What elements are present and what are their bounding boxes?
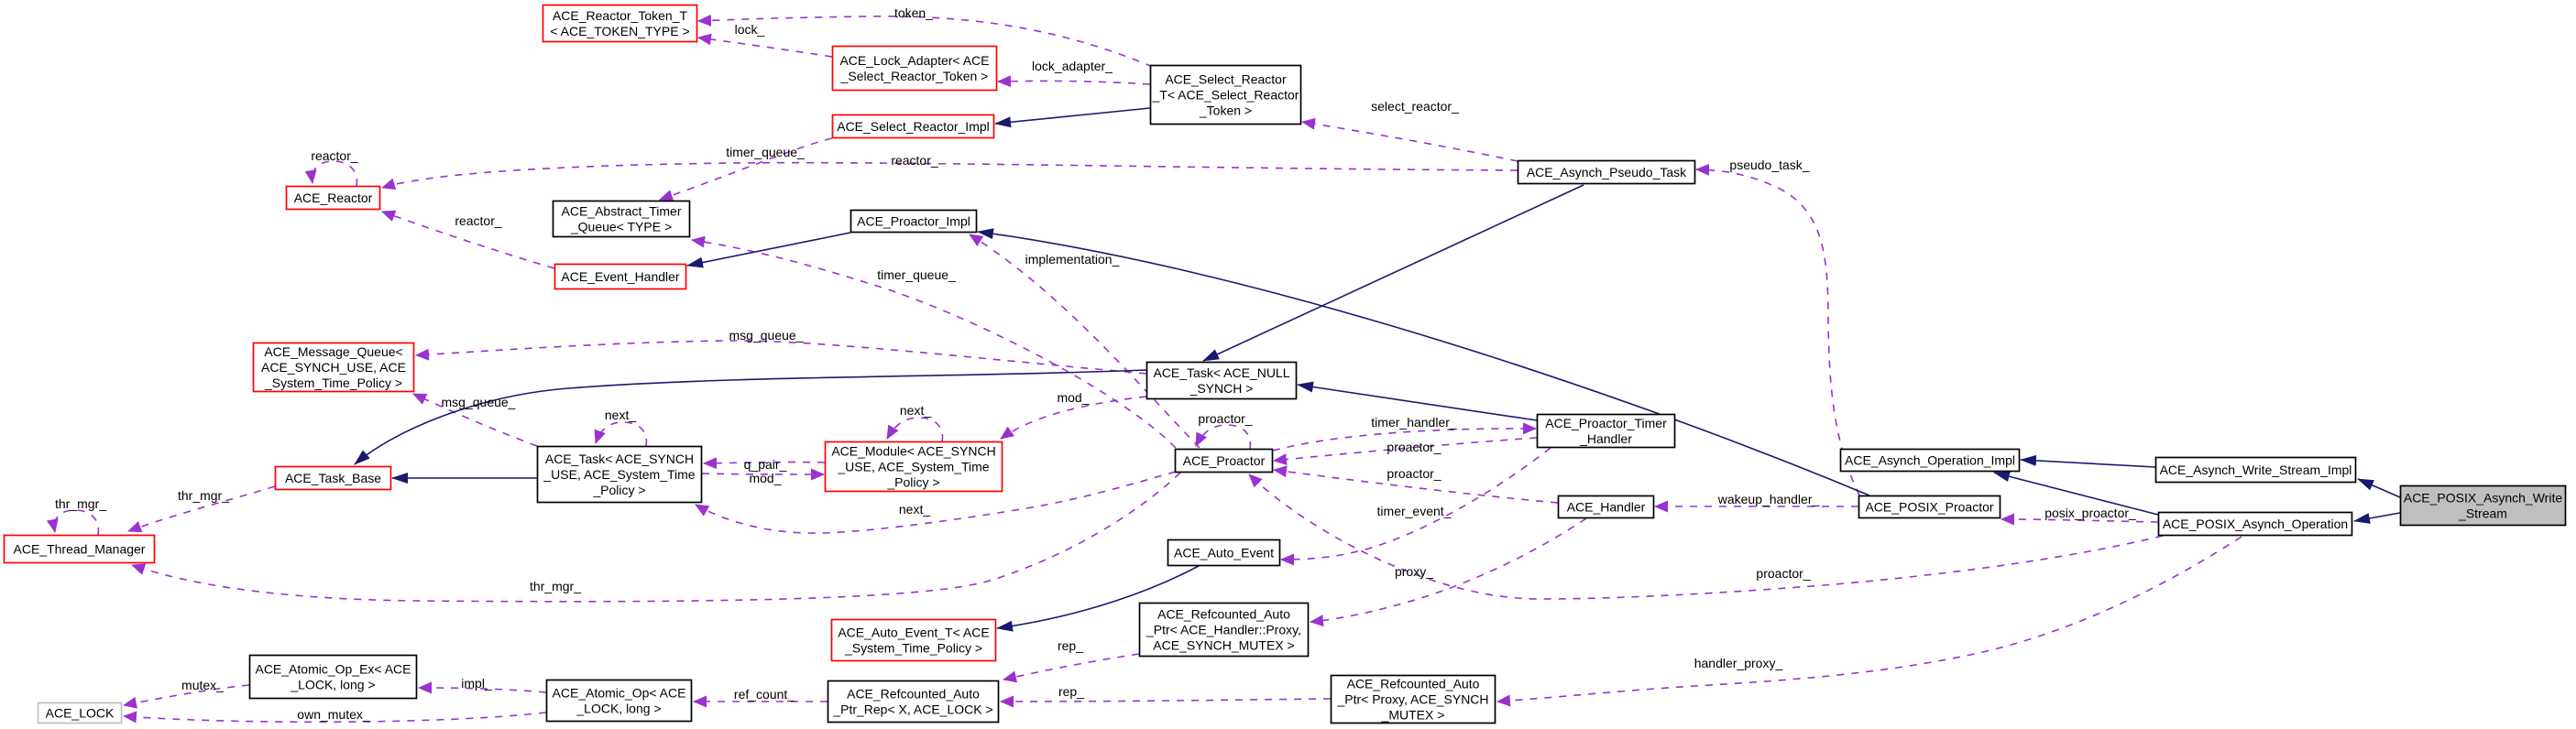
svg-text:ACE_Event_Handler: ACE_Event_Handler [561, 269, 680, 284]
svg-text:_Ptr< ACE_Handler::Proxy,: _Ptr< ACE_Handler::Proxy, [1145, 622, 1301, 637]
svg-text:handler_proxy_: handler_proxy_ [1694, 656, 1783, 670]
svg-text:ACE_Refcounted_Auto: ACE_Refcounted_Auto [1157, 606, 1290, 621]
svg-text:ACE_Select_Reactor_Impl: ACE_Select_Reactor_Impl [837, 119, 990, 134]
svg-text:ACE_Atomic_Op_Ex< ACE: ACE_Atomic_Op_Ex< ACE [255, 661, 411, 676]
svg-text:ACE_Select_Reactor: ACE_Select_Reactor [1165, 71, 1287, 86]
svg-text:ACE_Proactor_Impl: ACE_Proactor_Impl [857, 213, 970, 228]
svg-text:proxy_: proxy_ [1395, 564, 1433, 579]
svg-text:ACE_Task_Base: ACE_Task_Base [285, 471, 381, 485]
svg-text:posix_proactor_: posix_proactor_ [2044, 506, 2136, 520]
svg-text:ACE_Module< ACE_SYNCH: ACE_Module< ACE_SYNCH [831, 443, 995, 458]
svg-text:_Select_Reactor_Token >: _Select_Reactor_Token > [840, 69, 989, 83]
svg-text:proactor_: proactor_ [1198, 411, 1252, 426]
svg-text:lock_: lock_ [735, 22, 765, 37]
svg-text:next_: next_ [605, 408, 636, 422]
svg-text:proactor_: proactor_ [1387, 466, 1441, 481]
svg-text:reactor_: reactor_ [455, 213, 502, 228]
svg-text:own_mutex_: own_mutex_ [297, 707, 370, 722]
svg-text:ACE_Lock_Adapter< ACE: ACE_Lock_Adapter< ACE [839, 53, 989, 68]
svg-text:ACE_POSIX_Asynch_Write: ACE_POSIX_Asynch_Write [2404, 490, 2562, 505]
svg-text:_Queue< TYPE >: _Queue< TYPE > [570, 219, 672, 234]
svg-text:ACE_Thread_Manager: ACE_Thread_Manager [14, 541, 146, 556]
svg-text:ACE_Reactor_Token_T: ACE_Reactor_Token_T [553, 8, 688, 23]
svg-text:_Ptr< Proxy, ACE_SYNCH: _Ptr< Proxy, ACE_SYNCH [1336, 691, 1488, 706]
svg-text:ACE_Proactor: ACE_Proactor [1183, 453, 1266, 468]
svg-text:rep_: rep_ [1058, 638, 1083, 653]
svg-text:_Ptr_Rep< X, ACE_LOCK >: _Ptr_Rep< X, ACE_LOCK > [832, 702, 992, 716]
svg-text:reactor_: reactor_ [891, 153, 938, 168]
svg-text:ACE_POSIX_Asynch_Operation: ACE_POSIX_Asynch_Operation [2163, 517, 2348, 531]
svg-text:thr_mgr_: thr_mgr_ [530, 579, 581, 593]
svg-text:_Policy >: _Policy > [592, 483, 645, 497]
svg-text:ACE_POSIX_Proactor: ACE_POSIX_Proactor [1865, 499, 1993, 514]
svg-text:next_: next_ [899, 502, 930, 517]
svg-text:timer_queue_: timer_queue_ [726, 145, 805, 159]
svg-text:implementation_: implementation_ [1025, 252, 1120, 267]
svg-text:_USE, ACE_System_Time: _USE, ACE_System_Time [837, 459, 989, 473]
svg-text:timer_handler_: timer_handler_ [1371, 415, 1457, 430]
svg-text:ACE_Handler: ACE_Handler [1567, 499, 1646, 514]
svg-text:ACE_Message_Queue<: ACE_Message_Queue< [264, 344, 402, 359]
svg-text:q_pair_: q_pair_ [744, 457, 787, 472]
svg-text:_Policy >: _Policy > [886, 474, 939, 489]
svg-text:rep_: rep_ [1058, 684, 1084, 699]
svg-text:mod_: mod_ [1057, 390, 1089, 405]
svg-text:msg_queue_: msg_queue_ [442, 395, 516, 409]
svg-text:ACE_Refcounted_Auto: ACE_Refcounted_Auto [847, 686, 980, 701]
svg-text:_Stream: _Stream [2458, 506, 2507, 520]
svg-text:next_: next_ [900, 403, 931, 418]
svg-text:impl_: impl_ [461, 676, 492, 691]
svg-text:timer_queue_: timer_queue_ [877, 267, 956, 282]
svg-text:_USE, ACE_System_Time: _USE, ACE_System_Time [543, 467, 695, 482]
svg-text:mod_: mod_ [749, 471, 781, 485]
svg-text:ACE_Abstract_Timer: ACE_Abstract_Timer [562, 203, 682, 218]
svg-text:pseudo_task_: pseudo_task_ [1729, 158, 1809, 172]
svg-text:ACE_Task< ACE_SYNCH: ACE_Task< ACE_SYNCH [545, 452, 694, 466]
svg-text:ref_count_: ref_count_ [734, 687, 795, 702]
svg-text:< ACE_TOKEN_TYPE >: < ACE_TOKEN_TYPE > [550, 24, 689, 38]
svg-text:_Token >: _Token > [1199, 103, 1252, 117]
svg-text:msg_queue_: msg_queue_ [729, 328, 804, 343]
svg-text:thr_mgr_: thr_mgr_ [55, 496, 106, 511]
svg-text:ACE_Asynch_Write_Stream_Impl: ACE_Asynch_Write_Stream_Impl [2160, 462, 2352, 477]
svg-text:timer_event_: timer_event_ [1377, 504, 1452, 518]
svg-text:wakeup_handler_: wakeup_handler_ [1717, 492, 1820, 506]
svg-text:ACE_Asynch_Pseudo_Task: ACE_Asynch_Pseudo_Task [1527, 165, 1687, 180]
svg-text:proactor_: proactor_ [1387, 440, 1441, 454]
svg-text:ACE_Proactor_Timer: ACE_Proactor_Timer [1545, 416, 1667, 430]
svg-text:_System_Time_Policy >: _System_Time_Policy > [264, 375, 402, 390]
svg-text:_MUTEX >: _MUTEX > [1381, 707, 1445, 722]
svg-text:_T< ACE_Select_Reactor: _T< ACE_Select_Reactor [1152, 87, 1299, 102]
svg-text:ACE_Asynch_Operation_Impl: ACE_Asynch_Operation_Impl [1845, 452, 2015, 467]
svg-text:token_: token_ [894, 5, 933, 20]
svg-text:_Handler: _Handler [1579, 431, 1632, 446]
svg-text:ACE_Refcounted_Auto: ACE_Refcounted_Auto [1347, 676, 1480, 691]
svg-text:ACE_Auto_Event: ACE_Auto_Event [1174, 545, 1274, 560]
svg-text:ACE_Reactor: ACE_Reactor [294, 190, 373, 205]
svg-text:ACE_Auto_Event_T< ACE: ACE_Auto_Event_T< ACE [838, 625, 989, 639]
svg-text:mutex_: mutex_ [181, 678, 224, 692]
svg-text:thr_mgr_: thr_mgr_ [178, 488, 229, 503]
svg-text:_LOCK, long >: _LOCK, long > [290, 677, 375, 691]
svg-text:_System_Time_Policy >: _System_Time_Policy > [844, 640, 982, 655]
svg-text:select_reactor_: select_reactor_ [1371, 99, 1459, 114]
svg-text:ACE_Task< ACE_NULL: ACE_Task< ACE_NULL [1153, 365, 1289, 380]
svg-text:_SYNCH >: _SYNCH > [1189, 381, 1254, 396]
svg-text:ACE_LOCK: ACE_LOCK [46, 705, 115, 720]
svg-text:_LOCK, long >: _LOCK, long > [575, 701, 661, 715]
svg-text:ACE_SYNCH_MUTEX >: ACE_SYNCH_MUTEX > [1153, 637, 1294, 652]
svg-text:ACE_SYNCH_USE, ACE: ACE_SYNCH_USE, ACE [261, 360, 406, 375]
svg-text:ACE_Atomic_Op< ACE: ACE_Atomic_Op< ACE [553, 685, 686, 700]
svg-text:proactor_: proactor_ [1756, 566, 1810, 581]
svg-text:reactor_: reactor_ [311, 148, 358, 163]
svg-text:lock_adapter_: lock_adapter_ [1032, 59, 1113, 73]
